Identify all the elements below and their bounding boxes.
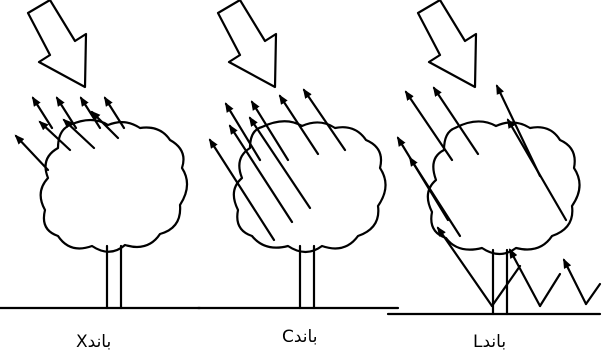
x-band-label: Xباند [76,332,111,352]
scatter-arrow [55,96,78,130]
band-letter: L [473,332,483,352]
ground-penetration-lines [490,264,602,308]
tree-trunk [298,244,316,310]
scatter-arrow [432,86,480,156]
scatter-arrow [506,118,568,222]
penetration-line [584,282,602,306]
incident-wave-arrow [216,0,278,89]
scatter-arrow [103,96,126,130]
scatter-arrow [250,100,290,162]
scatter-arrow [278,94,320,156]
backscatter-arrows [14,96,126,172]
band-letter: C [282,327,294,347]
scatter-arrow [408,156,462,238]
band-word: باند [293,327,318,347]
scatter-arrow [38,120,72,152]
scatter-arrow [14,134,50,172]
scatter-arrow [228,124,294,224]
tree-crown [426,120,581,256]
panel-x-band [0,0,202,310]
scatter-arrow [90,110,120,140]
l-band-label: Lباند [473,332,506,352]
band-word: باند [482,332,507,352]
incident-wave-arrow [26,0,88,89]
scatter-arrow [31,96,54,130]
scatter-arrow [224,102,262,162]
band-word: باند [87,332,112,352]
scatter-arrow [302,88,347,152]
tree-crown [39,118,189,253]
scatter-arrow [248,116,312,210]
c-band-label: Cباند [282,327,317,347]
scatter-arrow [62,118,96,150]
tree-trunk [105,244,123,310]
scatter-arrow [404,90,454,162]
tree-trunk [491,248,509,316]
backscatter-arrows [208,88,347,242]
panel-c-band [196,0,400,310]
scatter-arrow [436,226,494,308]
tree-crown [232,120,387,254]
scatter-arrow [79,96,102,130]
panel-l-band [386,0,602,316]
backscatter-arrows [396,84,588,308]
scatter-arrow [562,258,588,306]
scatter-arrow [508,248,542,308]
penetration-line [538,272,562,308]
penetration-line [490,264,522,308]
scatter-arrow [208,138,276,242]
incident-wave-arrow [416,0,478,89]
band-letter: X [76,332,88,352]
